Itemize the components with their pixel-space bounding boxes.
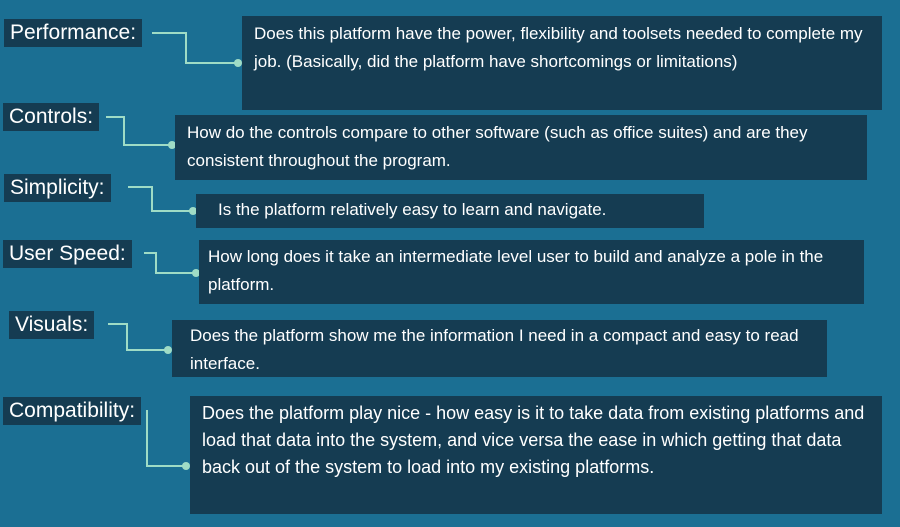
box-user-speed: How long does it take an intermediate le… <box>199 240 864 304</box>
box-compatibility: Does the platform play nice - how easy i… <box>190 396 882 514</box>
connector-dot-controls <box>168 141 176 149</box>
label-simplicity: Simplicity: <box>4 174 111 202</box>
label-performance: Performance: <box>4 19 143 47</box>
box-simplicity: Is the platform relatively easy to learn… <box>196 194 704 228</box>
box-performance: Does this platform have the power, flexi… <box>242 16 882 110</box>
connector-performance <box>152 32 238 64</box>
label-user-speed: User Speed: <box>3 240 132 268</box>
box-visuals: Does the platform show me the informatio… <box>172 320 827 377</box>
connector-dot-compatibility <box>182 462 190 470</box>
box-controls: How do the controls compare to other sof… <box>175 115 867 180</box>
connector-dot-user-speed <box>192 269 200 277</box>
connector-user-speed <box>144 252 196 274</box>
connector-visuals <box>108 323 168 351</box>
label-compatibility: Compatibility: <box>3 397 142 425</box>
label-visuals: Visuals: <box>9 311 95 339</box>
connector-dot-simplicity <box>189 207 197 215</box>
connector-compatibility <box>146 410 186 467</box>
connector-simplicity <box>128 186 193 212</box>
connector-dot-performance <box>234 59 242 67</box>
label-controls: Controls: <box>3 103 100 131</box>
connector-dot-visuals <box>164 346 172 354</box>
connector-controls <box>106 116 172 146</box>
